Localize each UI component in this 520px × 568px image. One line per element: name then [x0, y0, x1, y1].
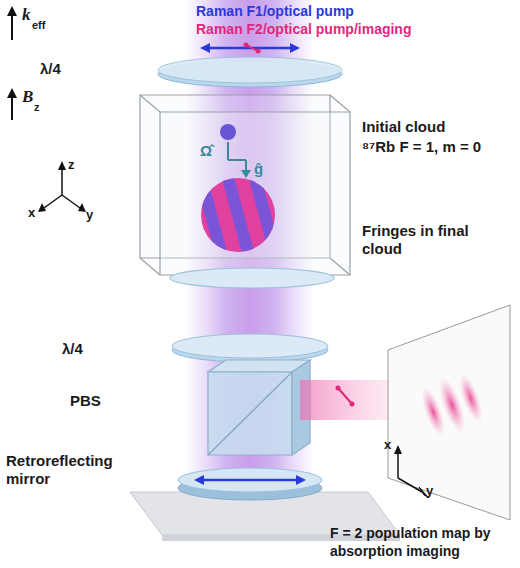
- image-plane: [388, 305, 510, 520]
- pbs-cube: [208, 360, 310, 455]
- axis-label: y: [86, 206, 93, 224]
- part-label: ⁸⁷Rb F = 1, m = 0: [362, 138, 481, 156]
- vacuum-cell: [140, 95, 350, 288]
- wave-plate: [172, 334, 328, 362]
- beam-label: Raman F2/optical pump/imaging: [196, 20, 411, 38]
- part-label: PBS: [70, 392, 101, 410]
- wave-plate: [158, 57, 342, 87]
- vector-subscript: z: [34, 98, 40, 116]
- polarization-mark: [336, 386, 355, 407]
- final-cloud: [190, 154, 290, 286]
- vector-subscript: eff: [32, 16, 45, 34]
- polarization-arrow: [200, 43, 300, 54]
- direction-arrow: [7, 6, 17, 120]
- part-label: Fringes in final cloud: [362, 222, 472, 258]
- axis-label: x: [28, 204, 35, 222]
- vector-label: k: [22, 6, 31, 24]
- axis-label: x: [384, 436, 391, 454]
- vector-label: ĝ: [254, 160, 263, 178]
- part-label: λ/4: [40, 60, 61, 78]
- mirror: [178, 468, 322, 500]
- vector-label: B: [22, 88, 33, 106]
- coordinate-axes: [38, 161, 86, 212]
- part-label: Initial cloud: [362, 118, 445, 136]
- vector-arrows: [228, 142, 251, 178]
- axis-label: z: [68, 156, 75, 174]
- axis-label: y: [426, 482, 433, 500]
- caption-label: F = 2 population map by absorption imagi…: [330, 524, 518, 560]
- vector-label: Ω̂: [200, 142, 212, 160]
- part-label: Retroreflecting mirror: [6, 452, 126, 488]
- beam-label: Raman F1/optical pump: [196, 2, 354, 20]
- part-label: λ/4: [62, 340, 83, 358]
- initial-cloud: [220, 124, 236, 140]
